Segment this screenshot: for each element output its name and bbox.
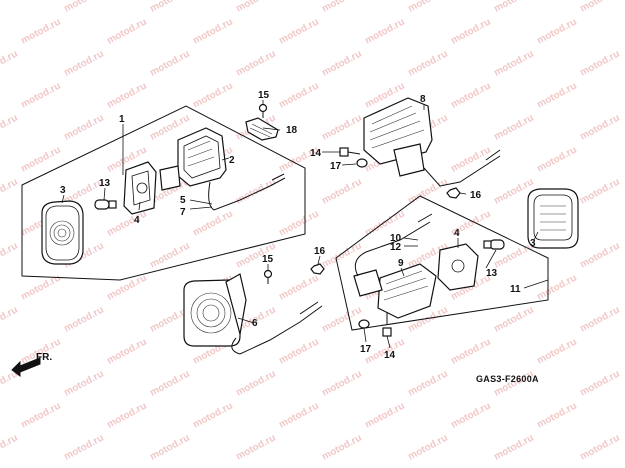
wire-lower-left	[231, 305, 323, 355]
label-part-14-top: 14	[310, 148, 322, 159]
wire-right	[354, 221, 431, 277]
label-part-1: 1	[119, 114, 125, 125]
screw-lower	[263, 269, 273, 284]
label-part-11: 11	[510, 284, 521, 295]
wire-front-left	[208, 177, 286, 211]
housing-upper-right	[363, 97, 433, 177]
lens-right	[527, 188, 579, 249]
label-part-17-top: 17	[330, 161, 342, 172]
screw-top	[258, 103, 268, 118]
assembly-outline-front-left	[21, 105, 306, 281]
nut-upper	[446, 187, 461, 199]
label-part-3-left: 3	[60, 185, 66, 196]
front-arrow-label: FR.	[36, 352, 52, 363]
housing-right	[353, 263, 437, 319]
bracket-top	[245, 117, 279, 141]
label-part-17-lower: 17	[360, 344, 372, 355]
bolt-upper	[339, 147, 368, 168]
assembly-outline-rear-right	[335, 195, 549, 331]
label-part-13-left: 13	[99, 178, 111, 189]
label-part-2: 2	[229, 155, 235, 166]
label-part-15-top: 15	[258, 90, 270, 101]
label-part-8: 8	[420, 94, 426, 105]
front-direction-arrow: FR.	[11, 352, 52, 377]
label-part-10: 10	[390, 233, 402, 244]
light-lower-left	[183, 273, 247, 347]
label-part-3-right: 3	[530, 238, 536, 249]
diagram-code: GAS3-F2600A	[476, 374, 539, 384]
label-part-4-left: 4	[134, 215, 140, 226]
label-part-9: 9	[398, 258, 404, 269]
socket-left	[123, 161, 157, 215]
label-part-4-right: 4	[454, 228, 460, 239]
bolt-lower	[358, 312, 392, 337]
nut-lower	[310, 263, 325, 275]
label-part-7: 7	[180, 207, 186, 218]
label-part-16-right: 16	[470, 190, 482, 201]
bulb-right	[483, 239, 505, 250]
label-part-14-lower: 14	[384, 350, 396, 361]
bulb-left	[94, 199, 117, 210]
housing-front-left	[159, 127, 227, 191]
label-part-16-left: 16	[314, 246, 326, 257]
label-part-6: 6	[252, 318, 258, 329]
label-part-15-lower: 15	[262, 254, 274, 265]
label-part-5: 5	[180, 195, 186, 206]
label-part-13-right: 13	[486, 268, 498, 279]
leader-lines	[61, 100, 549, 349]
label-part-18: 18	[286, 125, 298, 136]
wire-upper-right	[423, 155, 501, 187]
socket-right	[437, 243, 479, 291]
lens-left	[41, 200, 84, 265]
label-part-12: 12	[390, 242, 402, 253]
